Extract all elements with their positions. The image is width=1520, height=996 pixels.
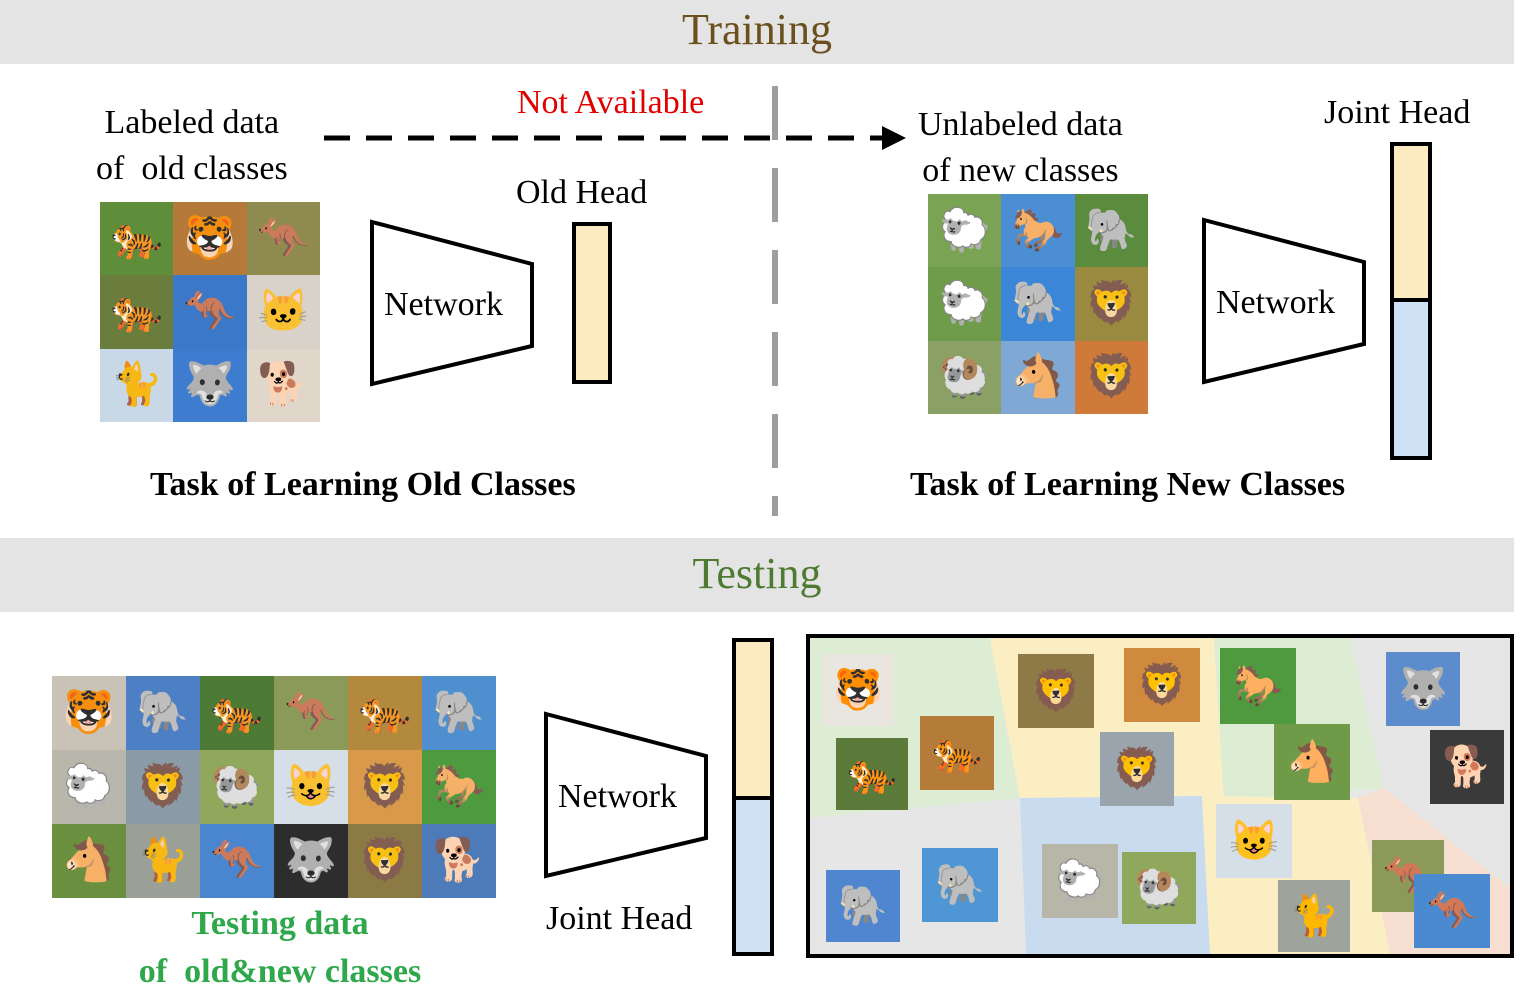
elephant-image: 🐘 [1074,194,1148,268]
tiger-image: 🐅 [348,676,422,750]
cat-image: 🐈 [100,348,174,422]
lion-image: 🦁 [126,750,200,824]
old-head-bar [572,222,612,384]
tiger-image: 🐯 [822,654,894,726]
husky-image: 🐺 [1386,652,1460,726]
horse-image: 🐎 [1220,648,1296,724]
testing-data-label: Testing data of old&new classes [138,905,422,990]
husky-image: 🐕 [246,348,320,422]
tiger-image: 🐅 [920,716,994,790]
kangaroo-image: 🦘 [173,275,247,349]
joint-head-bar-testing [732,638,774,956]
sheep-image: 🐑 [1042,844,1118,918]
tiger-image: 🐅 [200,676,274,750]
network-testing-label: Network [558,778,677,815]
clustering-panel: 🐯 🐅 🐅 🦁 🦁 🦁 🐎 🐴 🐺 🐕 🐘 🐘 🐑 🐏 😺 🐈 🦘 🦘 [806,634,1514,958]
elephant-image: 🐘 [922,848,998,922]
unlabeled-data-label: Unlabeled data of new classes [918,106,1123,189]
kangaroo-image: 🦘 [200,824,274,898]
sheep-image: 🐏 [928,340,1002,414]
not-available-label: Not Available [517,84,705,121]
lion-image: 🦁 [1018,654,1094,728]
dashed-arrow [324,126,906,150]
task-old-classes: Task of Learning Old Classes [150,466,576,503]
network-left-label: Network [384,286,503,323]
lion-image: 🦁 [1124,648,1200,722]
sheep-image: 🐏 [200,750,274,824]
old-classes-image-grid: 🐅 🐯 🦘 🐅 🦘 🐱 🐈 🐺 🐕 [100,202,320,422]
tiger-image: 🐅 [100,202,174,276]
tiger-image: 🐅 [100,275,174,349]
testing-image-grid: 🐯 🐘 🐅 🦘 🐅 🐘 🐑 🦁 🐏 😺 🦁 🐎 🐴 🐈 🦘 🐺 🦁 🐕 [52,676,496,898]
cat-image: 🐱 [246,275,320,349]
sheep-image: 🐏 [1122,852,1196,924]
joint-head-label-training: Joint Head [1324,94,1471,131]
joint-head-bar-training [1390,142,1432,460]
horse-image: 🐎 [1001,194,1075,268]
kangaroo-image: 🦘 [246,202,320,276]
vertical-divider [772,86,778,516]
testing-band: Testing [0,538,1514,612]
cat-image: 🐈 [1278,880,1350,952]
joint-head-label-testing: Joint Head [546,900,693,937]
training-band: Training [0,0,1514,64]
sheep-image: 🐑 [928,267,1002,341]
husky-image: 🐺 [274,824,348,898]
training-title: Training [682,5,832,54]
labeled-data-label: Labeled data of old classes [96,104,288,187]
tiger-image: 🐅 [836,738,908,810]
sheep-image: 🐑 [928,194,1002,268]
elephant-image: 🐘 [126,676,200,750]
elephant-image: 🐘 [1001,267,1075,341]
cat-image: 😺 [1216,804,1292,878]
task-new-classes: Task of Learning New Classes [910,466,1346,503]
network-right-shape [1202,217,1366,385]
cat-image: 😺 [274,750,348,824]
testing-title: Testing [692,549,822,598]
lion-image: 🦁 [1100,732,1174,806]
elephant-image: 🐘 [826,870,900,942]
lion-image: 🦁 [1074,340,1148,414]
kangaroo-image: 🦘 [1414,874,1490,948]
lion-image: 🦁 [348,824,422,898]
tiger-image: 🐯 [173,202,247,276]
husky-image: 🐕 [422,824,496,898]
horse-image: 🐴 [1001,340,1075,414]
lion-image: 🦁 [1074,267,1148,341]
horse-image: 🐴 [52,824,126,898]
network-testing-shape [544,711,708,879]
cat-image: 🐈 [126,824,200,898]
tiger-image: 🐯 [52,676,126,750]
sheep-image: 🐑 [52,750,126,824]
lion-image: 🦁 [348,750,422,824]
horse-image: 🐴 [1274,724,1350,800]
old-head-label: Old Head [516,174,648,211]
kangaroo-image: 🦘 [274,676,348,750]
elephant-image: 🐘 [422,676,496,750]
network-left-shape [370,219,534,387]
new-classes-image-grid: 🐑 🐎 🐘 🐑 🐘 🦁 🐏 🐴 🦁 [928,194,1148,414]
horse-image: 🐎 [422,750,496,824]
husky-image: 🐕 [1430,730,1504,804]
network-right-label: Network [1216,284,1335,321]
husky-image: 🐺 [173,348,247,422]
